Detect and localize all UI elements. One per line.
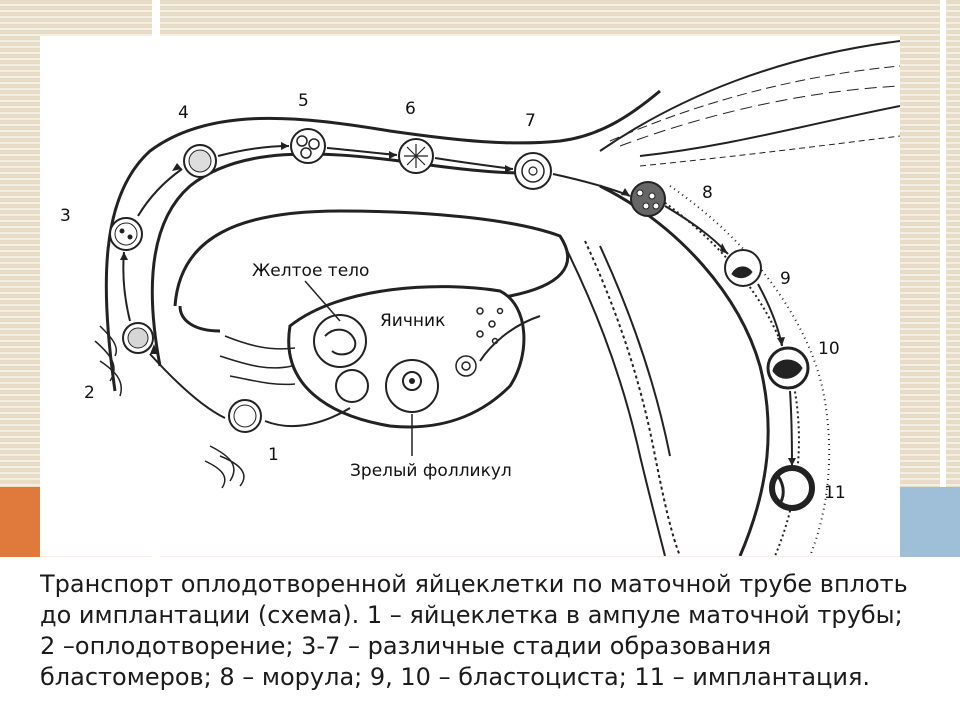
stage-label-4: 4 xyxy=(178,103,189,123)
figure-caption: Транспорт оплодотворенной яйцеклетки по … xyxy=(40,569,920,720)
stage-6-cell xyxy=(398,138,434,174)
stage-5-cell xyxy=(290,128,326,164)
stage-cells xyxy=(109,128,815,511)
decorative-vertical-line-right xyxy=(940,0,946,720)
stage-label-11: 11 xyxy=(824,483,846,503)
stage-3-cell xyxy=(109,217,143,251)
stage-10-cell xyxy=(766,346,810,390)
ligament-band xyxy=(559,235,681,556)
stage-label-2: 2 xyxy=(84,383,95,403)
label-pointers xyxy=(304,280,413,456)
oviduct-transport-figure: 1 2 3 4 5 6 7 8 9 10 11 Желтое тело Яичн… xyxy=(40,36,900,556)
stage-7-cell xyxy=(514,152,552,190)
accent-bar-orange xyxy=(0,487,40,557)
ovary-label: Яичник xyxy=(380,311,445,331)
arrow-heads xyxy=(120,142,796,466)
stage-label-5: 5 xyxy=(298,91,309,111)
stage-label-7: 7 xyxy=(525,111,536,131)
fimbriae xyxy=(94,325,245,489)
corpus-luteum-label: Желтое тело xyxy=(252,261,369,281)
accent-bar-blue xyxy=(900,487,960,557)
mature-follicle-label: Зрелый фолликул xyxy=(350,461,512,481)
caption-text: Транспорт оплодотворенной яйцеклетки по … xyxy=(40,570,916,691)
stage-4-cell xyxy=(183,144,217,178)
figure-drawing: 1 2 3 4 5 6 7 8 9 10 11 Желтое тело Яичн… xyxy=(60,40,900,556)
stage-2-cell xyxy=(122,322,154,354)
caption-background xyxy=(0,557,960,720)
ovary xyxy=(219,285,526,429)
stage-label-1: 1 xyxy=(268,445,279,465)
stage-8-cell xyxy=(630,181,666,217)
stage-9-cell xyxy=(724,249,762,287)
stage-label-8: 8 xyxy=(702,183,713,203)
stage-label-6: 6 xyxy=(405,99,416,119)
stage-label-10: 10 xyxy=(818,339,840,359)
stage-label-3: 3 xyxy=(60,206,71,226)
stage-label-9: 9 xyxy=(780,269,791,289)
stage-1-cell xyxy=(228,399,262,433)
stage-11-cell xyxy=(769,465,815,511)
